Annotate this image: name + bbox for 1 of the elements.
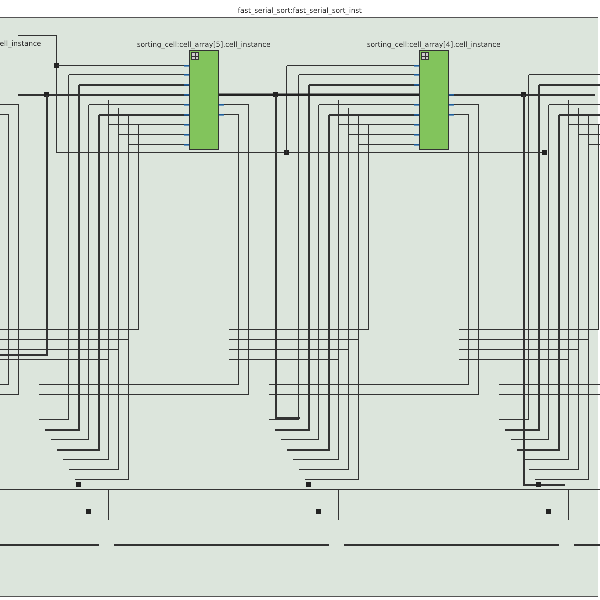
- wire: [219, 94, 419, 96]
